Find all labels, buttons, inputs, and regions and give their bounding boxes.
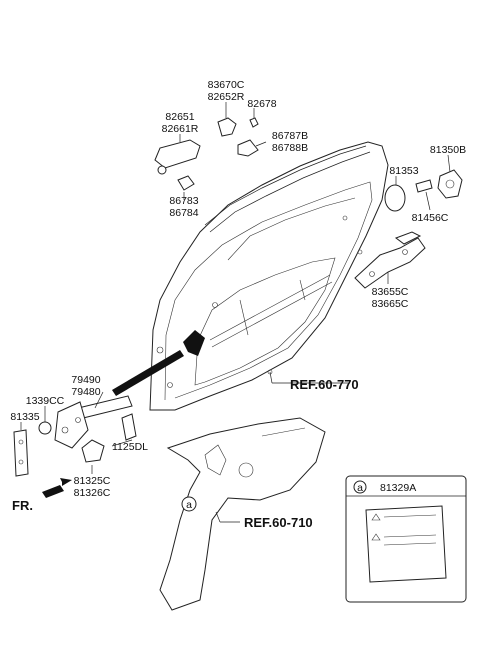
label-81335: 81335 [10,411,39,423]
label-81326C: 81326C [74,487,111,499]
label-82652R: 82652R [208,91,245,103]
svg-text:a: a [357,482,363,494]
legend-box: a 81329A [345,475,467,603]
svg-text:a: a [186,499,192,511]
label-fr: FR. [12,498,33,513]
bolt-1339CC [38,421,52,435]
legend-part-number: 81329A [380,482,416,494]
rear-door-panel [149,141,389,411]
label-81350B: 81350B [430,144,466,156]
label-83665C: 83665C [372,298,409,310]
caution-label-icon [365,505,447,583]
latch-cable [112,350,184,396]
label-81325C: 81325C [74,475,111,487]
label-79480: 79480 [71,386,100,398]
label-81456C: 81456C [412,212,449,224]
label-79490: 79490 [71,374,100,386]
callout-a: a [181,496,197,512]
label-86788B: 86788B [272,142,308,154]
door-hinge [354,231,426,289]
handle-cap [217,117,259,137]
label-83655C: 83655C [372,286,409,298]
label-81353: 81353 [389,165,418,177]
label-ref-60-710: REF.60-710 [244,515,313,530]
front-arrow-icon [40,478,72,498]
key-cylinder-gasket [237,139,259,157]
label-86787B: 86787B [272,130,308,142]
striker-cover [384,184,406,212]
label-86784: 86784 [169,207,198,219]
label-1339CC: 1339CC [26,395,65,407]
label-82651: 82651 [165,111,194,123]
bolt-1125DL [121,413,137,441]
label-82678: 82678 [247,98,276,110]
label-82661R: 82661R [162,123,199,135]
part-labels: 83670C 82652R 82678 82651 82661R 86787B … [10,79,466,530]
striker-plate [437,169,463,199]
label-1125DL: 1125DL [112,441,148,453]
latch-cover-81335 [13,429,29,477]
handle-pad [177,175,195,191]
leader-lines [20,102,451,523]
latch-spring-81325C [81,439,105,463]
label-86783: 86783 [169,195,198,207]
outside-handle [154,139,201,175]
striker-bolt [415,179,433,193]
label-83670C: 83670C [208,79,245,91]
label-ref-60-770: REF.60-770 [290,377,359,392]
quarter-panel [159,417,326,611]
door-checker [54,395,133,449]
